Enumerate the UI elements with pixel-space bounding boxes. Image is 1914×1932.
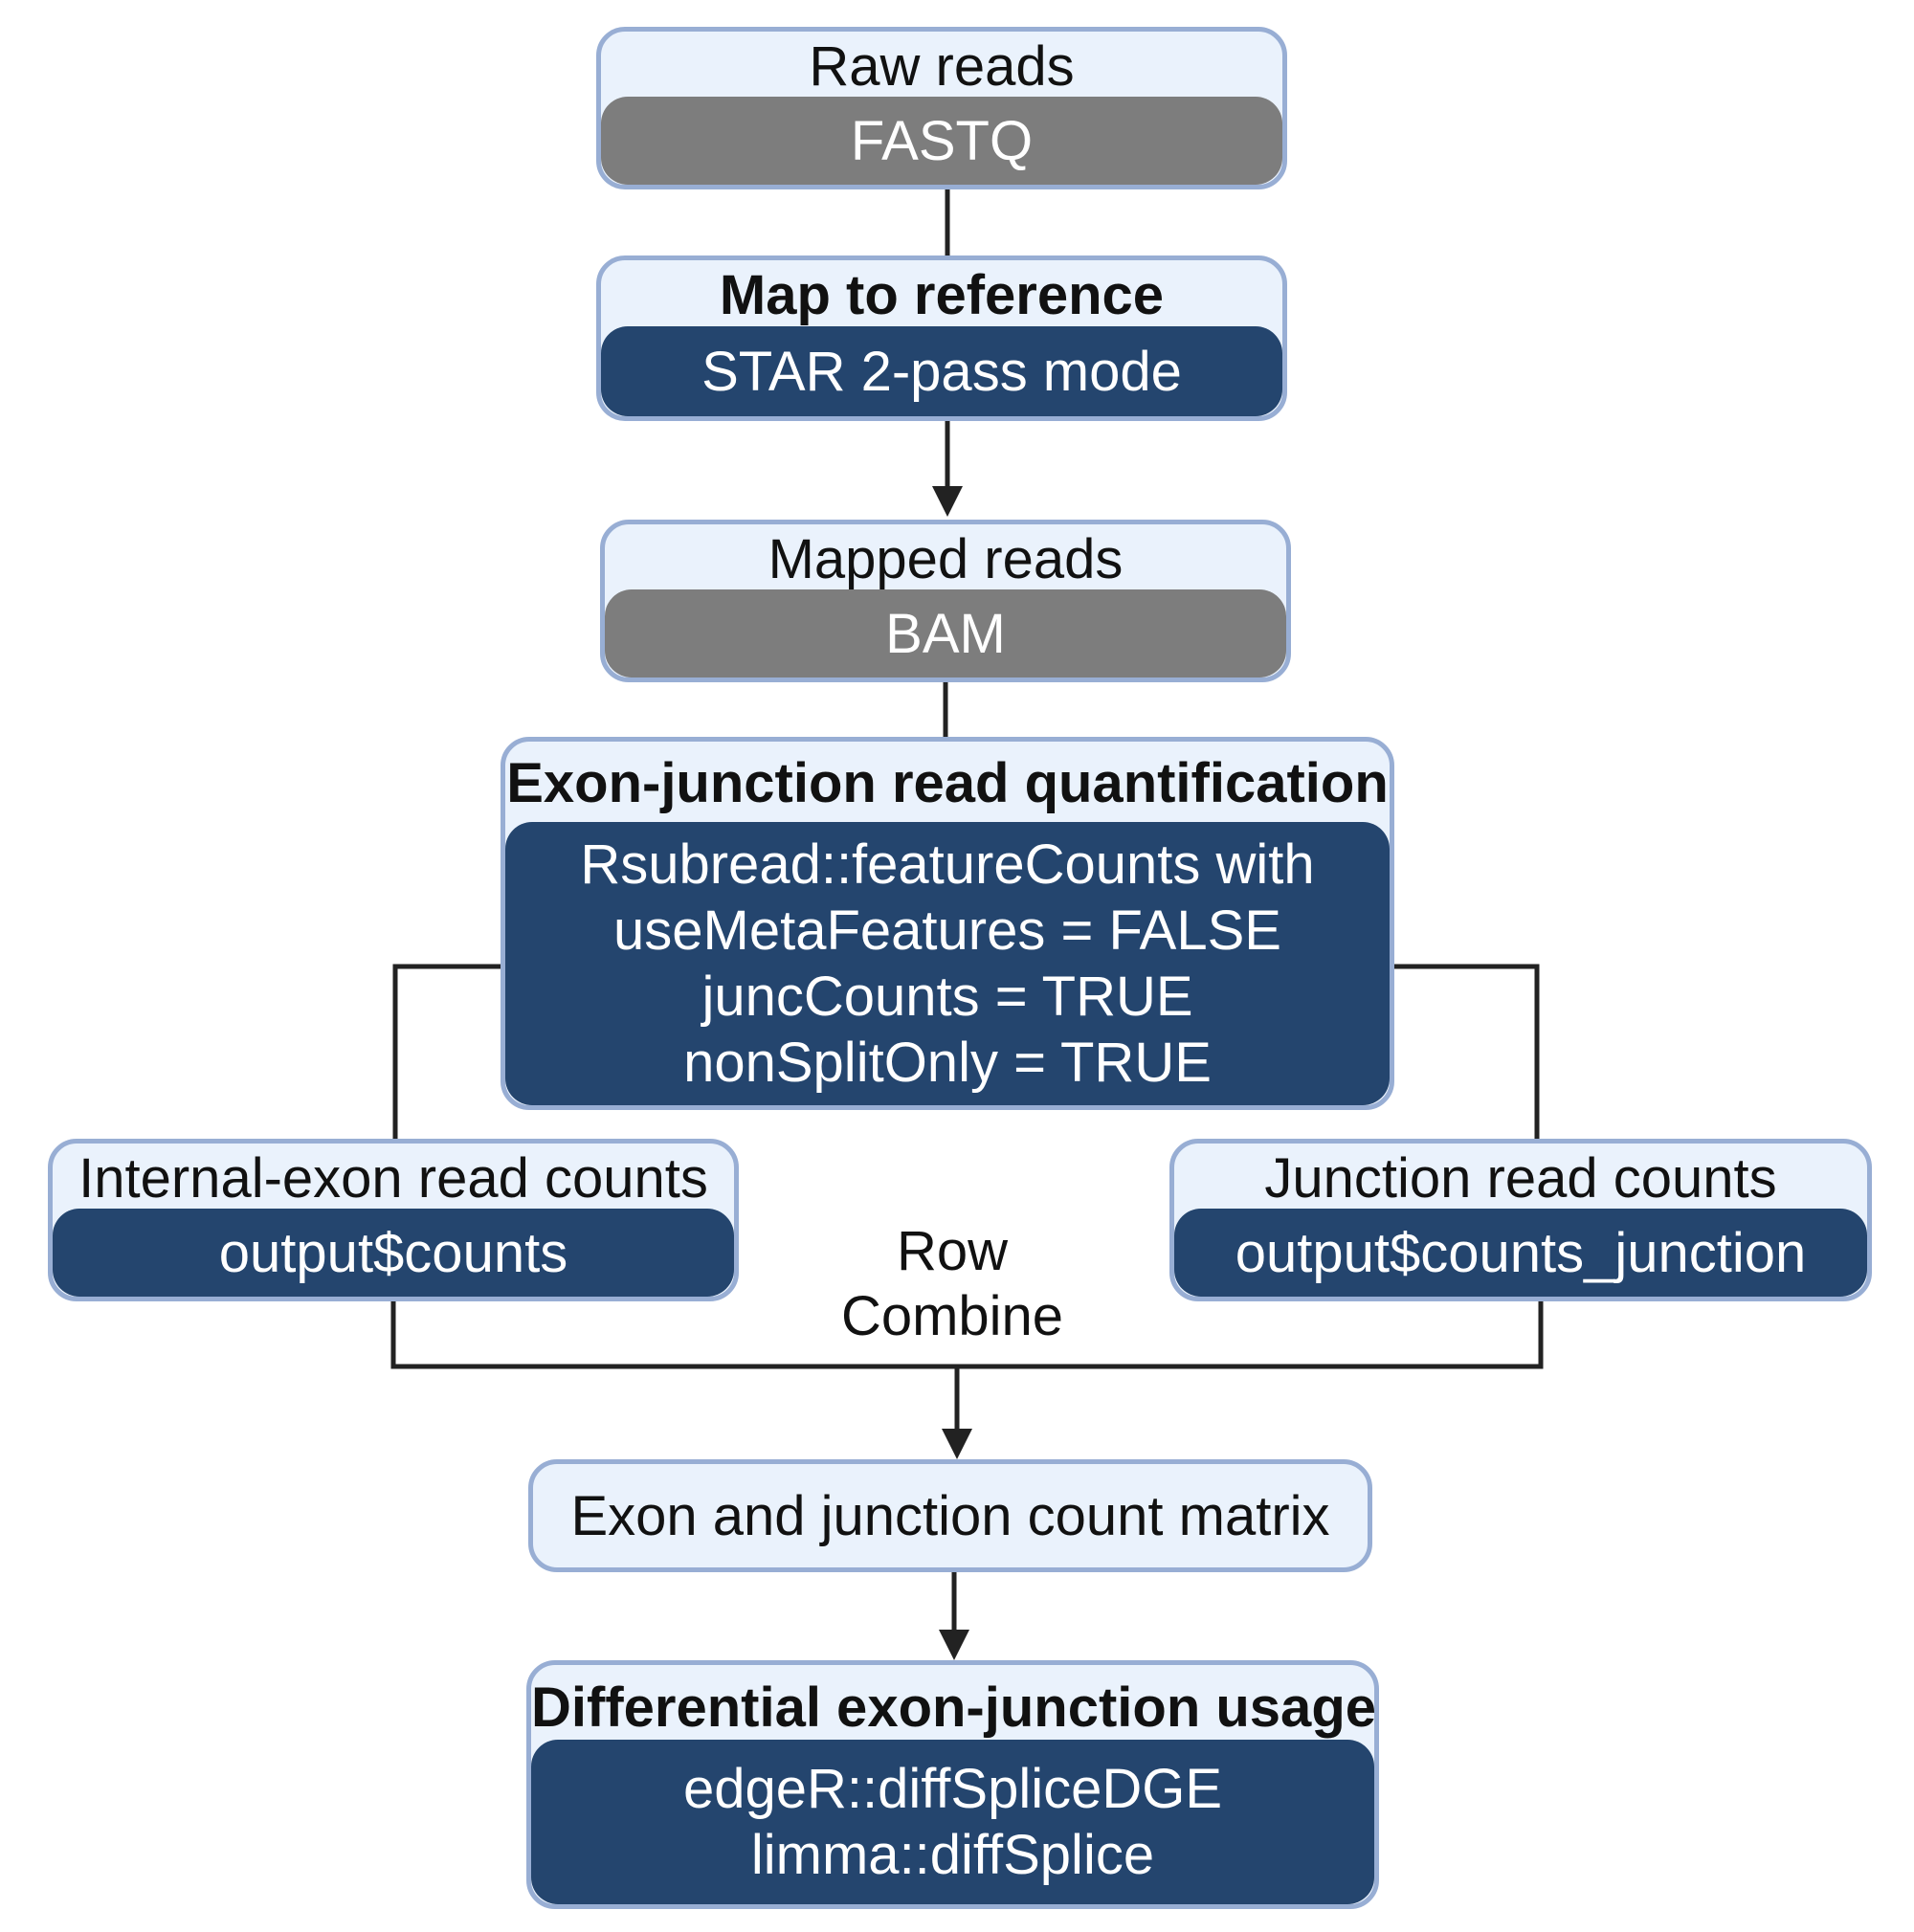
arrowhead-map-to-mapped xyxy=(932,486,963,517)
count-matrix-node: Exon and junction count matrix xyxy=(528,1459,1372,1572)
map-to-reference-title: Map to reference xyxy=(719,264,1165,326)
row-combine-label: Row Combine xyxy=(823,1219,1081,1349)
junction-counts-node: Junction read counts output$counts_junct… xyxy=(1169,1139,1872,1301)
map-to-reference-tool-band: STAR 2-pass mode xyxy=(601,326,1282,416)
count-matrix-title: Exon and junction count matrix xyxy=(570,1484,1330,1547)
connector-quant-to-internal xyxy=(392,964,503,1142)
quantification-parameters: Rsubread::featureCounts with useMetaFeat… xyxy=(580,833,1315,1094)
raw-reads-format: FASTQ xyxy=(850,109,1034,172)
map-to-reference-tool: STAR 2-pass mode xyxy=(701,340,1182,403)
junction-counts-output-band: output$counts_junction xyxy=(1174,1209,1867,1297)
raw-reads-node: Raw reads FASTQ xyxy=(596,27,1287,189)
connector-row-combine xyxy=(390,1297,1544,1369)
differential-usage-tools-band: edgeR::diffSpliceDGE limma::diffSplice xyxy=(531,1740,1374,1904)
internal-exon-counts-output-band: output$counts xyxy=(53,1209,734,1297)
arrowhead-combine-to-matrix xyxy=(942,1429,972,1459)
quantification-title: Exon-junction read quantification xyxy=(506,752,1389,814)
quantification-node: Exon-junction read quantification Rsubre… xyxy=(501,737,1394,1110)
raw-reads-title: Raw reads xyxy=(809,35,1075,98)
differential-usage-node: Differential exon-junction usage edgeR::… xyxy=(526,1660,1379,1909)
row-combine-label-line2: Combine xyxy=(840,1285,1064,1347)
differential-usage-title: Differential exon-junction usage xyxy=(531,1677,1376,1739)
mapped-reads-format-band: BAM xyxy=(605,589,1286,677)
arrowhead-matrix-to-differential xyxy=(939,1630,969,1660)
junction-counts-output: output$counts_junction xyxy=(1235,1221,1807,1284)
junction-counts-title: Junction read counts xyxy=(1264,1147,1777,1210)
mapped-reads-node: Mapped reads BAM xyxy=(600,520,1291,682)
row-combine-label-line1: Row xyxy=(896,1220,1009,1282)
map-to-reference-node: Map to reference STAR 2-pass mode xyxy=(596,255,1287,421)
connector-quant-to-junction xyxy=(1391,964,1540,1142)
raw-reads-format-band: FASTQ xyxy=(601,97,1282,185)
internal-exon-counts-node: Internal-exon read counts output$counts xyxy=(48,1139,739,1301)
mapped-reads-format: BAM xyxy=(885,602,1006,665)
internal-exon-counts-output: output$counts xyxy=(218,1221,568,1284)
internal-exon-counts-title: Internal-exon read counts xyxy=(78,1147,708,1210)
mapped-reads-title: Mapped reads xyxy=(768,528,1124,590)
differential-usage-tools: edgeR::diffSpliceDGE limma::diffSplice xyxy=(682,1758,1223,1886)
quantification-parameters-band: Rsubread::featureCounts with useMetaFeat… xyxy=(505,822,1390,1105)
